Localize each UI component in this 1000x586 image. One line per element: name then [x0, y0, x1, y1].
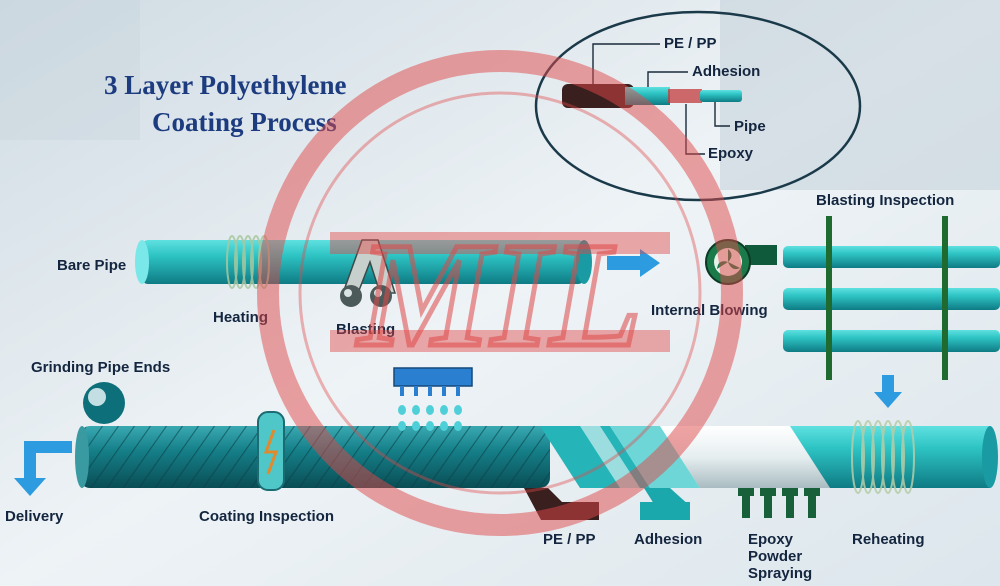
label-bare-pipe: Bare Pipe — [57, 257, 126, 274]
inset-label-pipe: Pipe — [734, 118, 766, 135]
label-epoxy-line1: Epoxy — [748, 531, 794, 548]
label-heating: Heating — [213, 309, 268, 326]
epoxy-layer-band — [660, 426, 830, 488]
label-coating-inspection: Coating Inspection — [199, 508, 334, 525]
spark-tester-icon — [257, 411, 285, 491]
watermark-text: MIL — [356, 212, 641, 378]
label-epoxy-line2: Powder — [748, 548, 802, 565]
label-pe-pp: PE / PP — [543, 531, 596, 548]
grinding-wheel-icon — [83, 382, 125, 424]
label-grinding-pipe-ends: Grinding Pipe Ends — [31, 359, 170, 376]
label-blasting: Blasting — [336, 321, 395, 338]
flow-arrow-right-icon — [607, 249, 660, 277]
delivery-arrow-icon — [14, 441, 72, 496]
inspection-pipe-1 — [783, 246, 1000, 268]
epoxy-powder-nozzles-icon — [738, 488, 820, 518]
inspection-pipe-3 — [783, 330, 1000, 352]
inset-epoxy-layer — [668, 89, 702, 103]
blasting-nozzle-icon — [340, 239, 397, 307]
flow-arrow-down-icon — [874, 375, 902, 408]
label-blasting-inspection: Blasting Inspection — [816, 192, 954, 209]
main-coating-pipe — [75, 420, 998, 494]
diagram-title-line1: 3 Layer Polyethylene — [104, 70, 346, 100]
blasting-inspection-rack: Blasting Inspection — [783, 192, 1000, 380]
factory-backdrop-left — [0, 0, 140, 140]
inset-label-epoxy: Epoxy — [708, 145, 754, 162]
inset-label-adhesion: Adhesion — [692, 63, 760, 80]
water-spray-manifold-icon — [393, 367, 473, 431]
label-epoxy-line3: Spraying — [748, 565, 812, 582]
label-reheating: Reheating — [852, 531, 925, 548]
label-internal-blowing: Internal Blowing — [651, 302, 768, 319]
inset-label-pe-pp: PE / PP — [664, 35, 717, 52]
bare-section — [790, 426, 990, 488]
label-delivery: Delivery — [5, 508, 64, 525]
inset-pipe-layer — [700, 90, 742, 102]
adhesion-extruder-icon — [640, 488, 690, 520]
inspection-pipe-2 — [783, 288, 1000, 310]
reheating-coil-icon — [851, 420, 915, 494]
diagram-title-line2: Coating Process — [152, 107, 337, 137]
label-adhesion: Adhesion — [634, 531, 702, 548]
mil-watermark-logo: MIL — [257, 50, 743, 536]
